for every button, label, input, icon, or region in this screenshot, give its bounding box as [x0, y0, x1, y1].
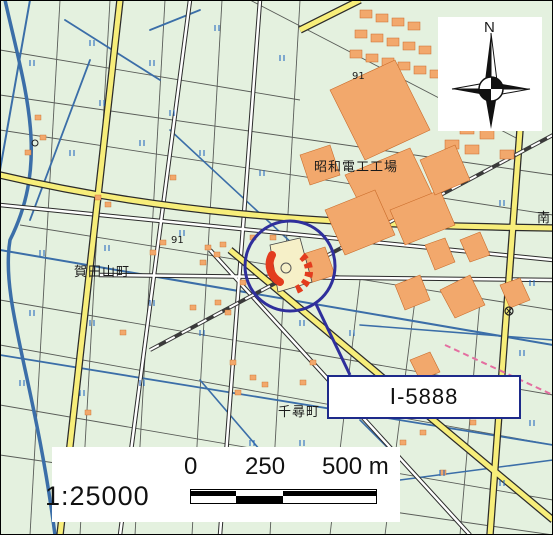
scale-tick-250: 250 [245, 453, 286, 480]
scale-bar [190, 489, 377, 504]
scale-tick-500: 500 m [322, 453, 389, 480]
factory-buildings [299, 59, 531, 381]
scale-ratio: 1:25000 [45, 481, 150, 511]
scale-seg-1a [191, 491, 236, 496]
north-arrow: N [438, 17, 542, 131]
scale-legend: 0 250 500 m 1:25000 [45, 447, 400, 522]
paddy-marks [19, 25, 535, 486]
north-label: N [484, 19, 495, 36]
scale-seg-1b [236, 496, 283, 503]
label-chihirocho: 千尋町 [278, 405, 321, 420]
map-symbols [31, 139, 514, 316]
scale-seg-2a [283, 491, 376, 496]
scale-tick-0: 0 [184, 453, 198, 480]
label-route-91-left: 91 [171, 235, 184, 246]
label-minami: 南 [537, 211, 552, 226]
label-showa-denko: 昭和電工工場 [314, 160, 399, 175]
label-route-91-top: 91 [352, 71, 365, 82]
site-callout: Ⅰ-5888 [327, 375, 521, 419]
compass-icon [451, 32, 531, 129]
site-label: Ⅰ-5888 [389, 384, 459, 409]
label-kadayamacho: 賀田山町 [74, 265, 131, 280]
site-marker [243, 219, 352, 376]
